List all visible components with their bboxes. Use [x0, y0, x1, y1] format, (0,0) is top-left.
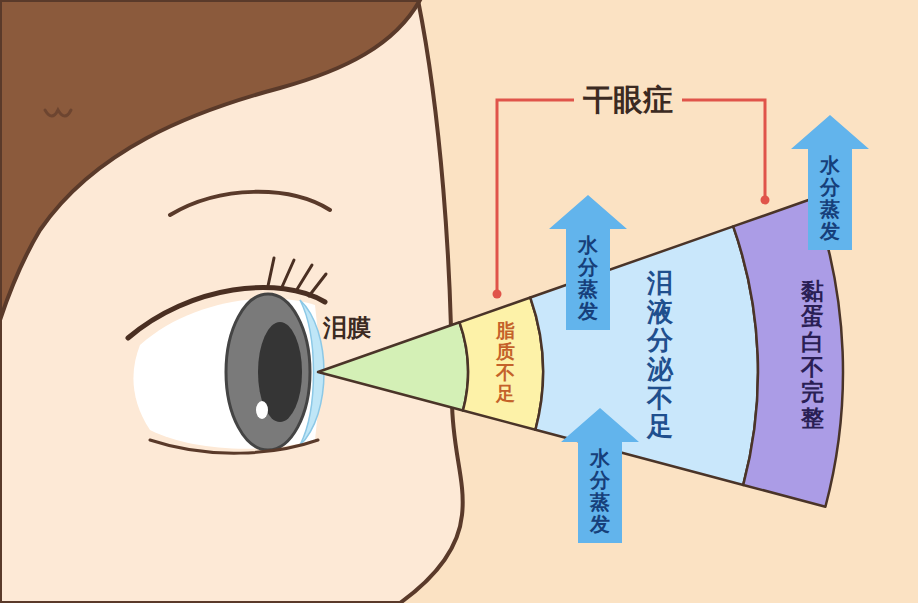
- upper-eyelid: [128, 288, 325, 338]
- bracket-dot: [493, 290, 502, 299]
- text-holder: 水分蒸发: [578, 234, 598, 322]
- arrow-label: 水分蒸发: [578, 234, 598, 322]
- group-heading: 干眼症: [583, 82, 673, 118]
- hair: [0, 0, 420, 320]
- layer-label: 泪液分泌不足: [647, 269, 673, 441]
- evaporation-arrow: 水分蒸发: [549, 195, 627, 330]
- eyelashes: [268, 258, 326, 296]
- text-holder: 泪液分泌不足: [647, 269, 673, 441]
- face-profile: [0, 0, 463, 603]
- arrow-outline: [791, 115, 869, 250]
- part-label: 泪膜: [323, 314, 371, 343]
- iris: [226, 294, 310, 450]
- eye-highlight: [256, 401, 268, 419]
- layer-label: 黏蛋白不完整: [801, 279, 824, 431]
- lower-eyelid: [150, 440, 318, 453]
- text-holder: 脂质不足: [496, 320, 515, 404]
- layer-outline: [530, 226, 758, 485]
- text-holder: 黏蛋白不完整: [801, 279, 824, 431]
- eyelid-crease: [170, 192, 330, 215]
- label-holder: 泪膜: [323, 314, 371, 343]
- text-holder: 水分蒸发: [820, 154, 840, 242]
- layer-outline: [460, 298, 543, 430]
- hair-mark: [45, 110, 71, 116]
- text-holder: 水分蒸发: [590, 447, 610, 535]
- layer-shape: [527, 223, 761, 488]
- evaporation-arrow: 水分蒸发: [561, 408, 639, 543]
- arrow-label: 水分蒸发: [820, 154, 840, 242]
- evaporation-arrow: 水分蒸发: [791, 115, 869, 250]
- tear-film-layer: 脂质不足: [456, 294, 546, 433]
- tear-film-layer: 泪液分泌不足: [527, 223, 761, 488]
- arrow-label: 水分蒸发: [590, 447, 610, 535]
- bracket-dot: [761, 196, 770, 205]
- arrow-outline: [561, 408, 639, 543]
- layer-label: 脂质不足: [496, 320, 515, 404]
- arrow-outline: [549, 195, 627, 330]
- label-holder: 干眼症: [583, 82, 673, 118]
